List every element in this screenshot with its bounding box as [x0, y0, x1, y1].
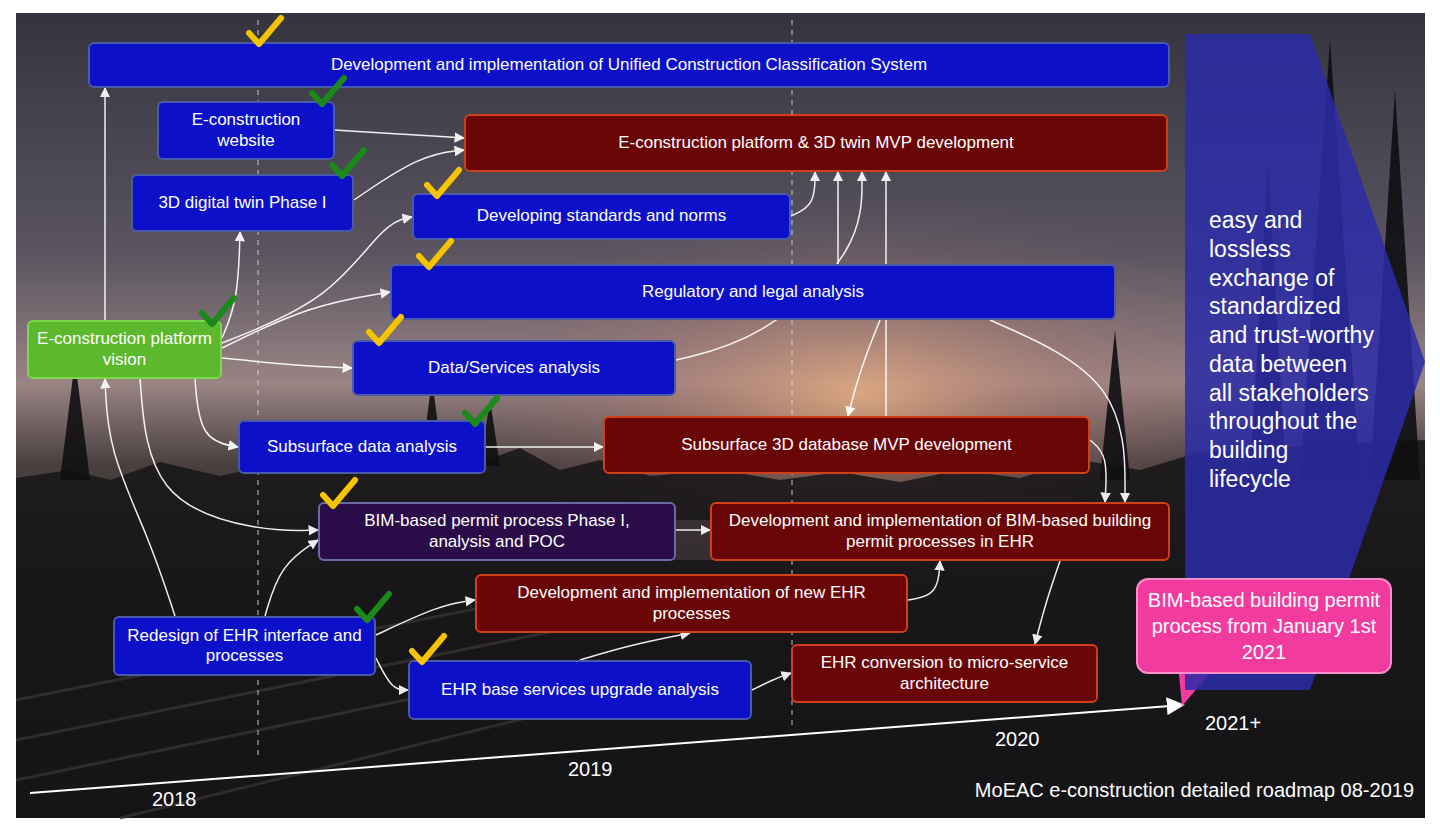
box-text: Developing standards and norms — [477, 206, 726, 226]
connector-arrow — [791, 172, 815, 216]
milestone-callout: BIM-based building permit process from J… — [1136, 578, 1392, 674]
task-box: Developing standards and norms — [412, 193, 791, 240]
connector-arrow — [265, 540, 318, 616]
planned-box: Subsurface 3D database MVP development — [603, 416, 1090, 474]
year-label: 2018 — [152, 788, 197, 811]
vision-box: E-construction platform vision — [27, 320, 222, 379]
box-text: EHR base services upgrade analysis — [441, 680, 719, 700]
task-box: Subsurface data analysis — [238, 420, 486, 474]
box-text: 3D digital twin Phase I — [158, 193, 326, 213]
box-text: Development and implementation of BIM-ba… — [720, 511, 1160, 552]
year-label: 2020 — [995, 728, 1040, 751]
box-text: E-construction website — [167, 110, 325, 151]
task-box: Data/Services analysis — [352, 340, 676, 396]
box-text: Data/Services analysis — [428, 358, 600, 378]
box-text: E-construction platform vision — [37, 329, 212, 370]
connector-arrow — [676, 529, 710, 531]
box-text: easy and lossless exchange of standardiz… — [1209, 206, 1374, 494]
planned-box: Development and implementation of BIM-ba… — [710, 502, 1170, 561]
box-text: E-construction platform & 3D twin MVP de… — [618, 133, 1014, 153]
box-text: Subsurface data analysis — [267, 437, 457, 457]
planned-box: Development and implementation of new EH… — [475, 574, 908, 633]
check-mark — [249, 18, 281, 44]
connector-arrow — [486, 446, 603, 448]
year-label: 2021+ — [1205, 712, 1261, 735]
task-box: 3D digital twin Phase I — [131, 174, 354, 232]
connector-arrow — [222, 217, 412, 343]
box-text: EHR conversion to micro-service architec… — [801, 653, 1088, 694]
box-text: Subsurface 3D database MVP development — [681, 435, 1011, 455]
box-text: Regulatory and legal analysis — [642, 282, 864, 302]
connector-arrow — [848, 320, 880, 416]
connector-arrow — [752, 673, 791, 690]
planned-box: EHR conversion to micro-service architec… — [791, 644, 1098, 703]
connector-arrow — [837, 172, 839, 264]
connector-arrow — [195, 379, 238, 447]
connector-arrow — [335, 130, 464, 138]
connector-arrow — [1090, 440, 1106, 502]
task-box: E-construction website — [157, 101, 335, 160]
connector-arrow — [105, 379, 175, 616]
task-box: Development and implementation of Unifie… — [88, 42, 1170, 88]
task-box: Redesign of EHR interface and processes — [113, 616, 376, 676]
task-box: EHR base services upgrade analysis — [408, 660, 752, 720]
connector-arrow — [908, 561, 940, 600]
year-label: 2019 — [568, 758, 613, 781]
check-mark — [332, 150, 364, 176]
box-text: Redesign of EHR interface and processes — [123, 626, 366, 667]
caption-text: MoEAC e-construction detailed roadmap 08… — [975, 779, 1414, 802]
task-box: Regulatory and legal analysis — [390, 264, 1116, 320]
connector-arrow — [990, 320, 1125, 502]
sky — [16, 13, 1425, 818]
box-text: Development and implementation of new EH… — [485, 583, 898, 624]
connector-arrow — [222, 232, 240, 338]
connector-arrow — [376, 600, 475, 635]
check-mark — [412, 636, 444, 662]
box-text: BIM-based permit process Phase I, analys… — [350, 511, 644, 552]
connector-arrow — [104, 88, 106, 320]
connector-arrow — [376, 658, 408, 690]
box-text: Development and implementation of Unifie… — [331, 55, 927, 75]
connector-arrow — [1035, 561, 1060, 644]
connector-arrow — [580, 633, 690, 660]
planned-box: E-construction platform & 3D twin MVP de… — [464, 114, 1168, 172]
connector-arrow — [222, 358, 352, 368]
box-text: BIM-based building permit process from J… — [1146, 587, 1382, 665]
task-box: BIM-based permit process Phase I, analys… — [318, 502, 676, 561]
